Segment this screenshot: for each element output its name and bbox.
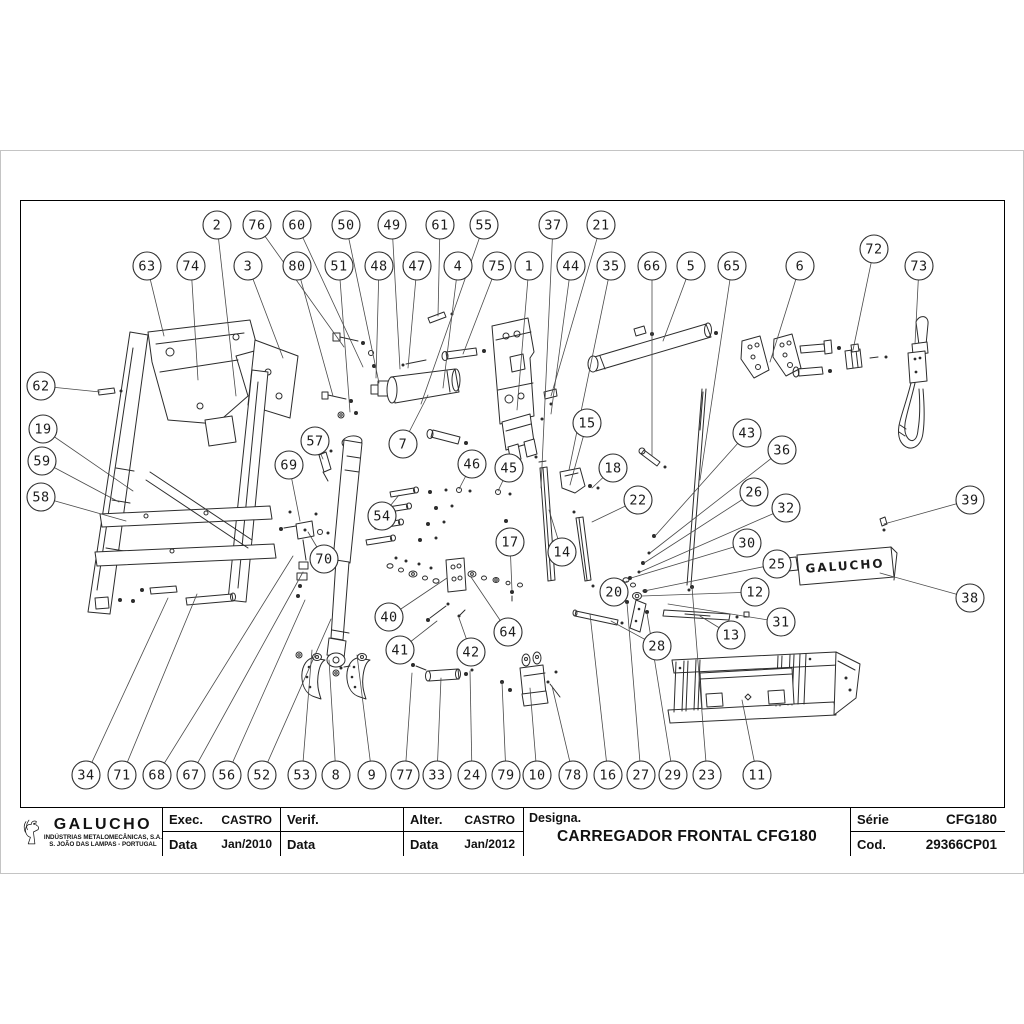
serie-value: CFG180 [945,812,997,827]
serie-label: Série [857,812,889,827]
exec-value: CASTRO [221,812,272,827]
verif-label: Verif. [287,812,319,827]
exec-column: Exec. CASTRO Data Jan/2010 [162,808,280,856]
galucho-rooster-icon [23,819,40,845]
logo-subline-1: INDÚSTRIAS METALOMECÂNICAS, S.A. [43,834,162,842]
designation-cell: Designa. CARREGADOR FRONTAL CFG180 [523,808,850,856]
title-block: GALUCHO INDÚSTRIAS METALOMECÂNICAS, S.A.… [20,807,1005,856]
exec-data-label: Data [169,836,198,852]
alter-data-value: Jan/2012 [464,837,515,851]
alter-value: CASTRO [464,812,515,827]
designation-value: CARREGADOR FRONTAL CFG180 [556,828,818,845]
brand-name: GALUCHO [53,815,153,833]
alter-data-label: Data [410,836,439,852]
drawing-frame [20,200,1005,855]
exec-data-value: Jan/2010 [221,837,272,851]
cod-value: 29366CP01 [925,836,997,852]
serie-cod-column: Série CFG180 Cod. 29366CP01 [850,808,1005,856]
alter-column: Alter. CASTRO Data Jan/2012 [403,808,523,856]
alter-label: Alter. [410,812,443,827]
cod-label: Cod. [857,836,886,852]
designation-label: Designa. [529,811,582,825]
exec-label: Exec. [169,812,203,827]
logo-subline-2: S. JOÃO DAS LAMPAS - PORTUGAL [49,841,157,849]
logo-cell: GALUCHO INDÚSTRIAS METALOMECÂNICAS, S.A.… [20,808,162,856]
verif-column: Verif. Data [280,808,403,856]
verif-data-label: Data [287,836,316,852]
